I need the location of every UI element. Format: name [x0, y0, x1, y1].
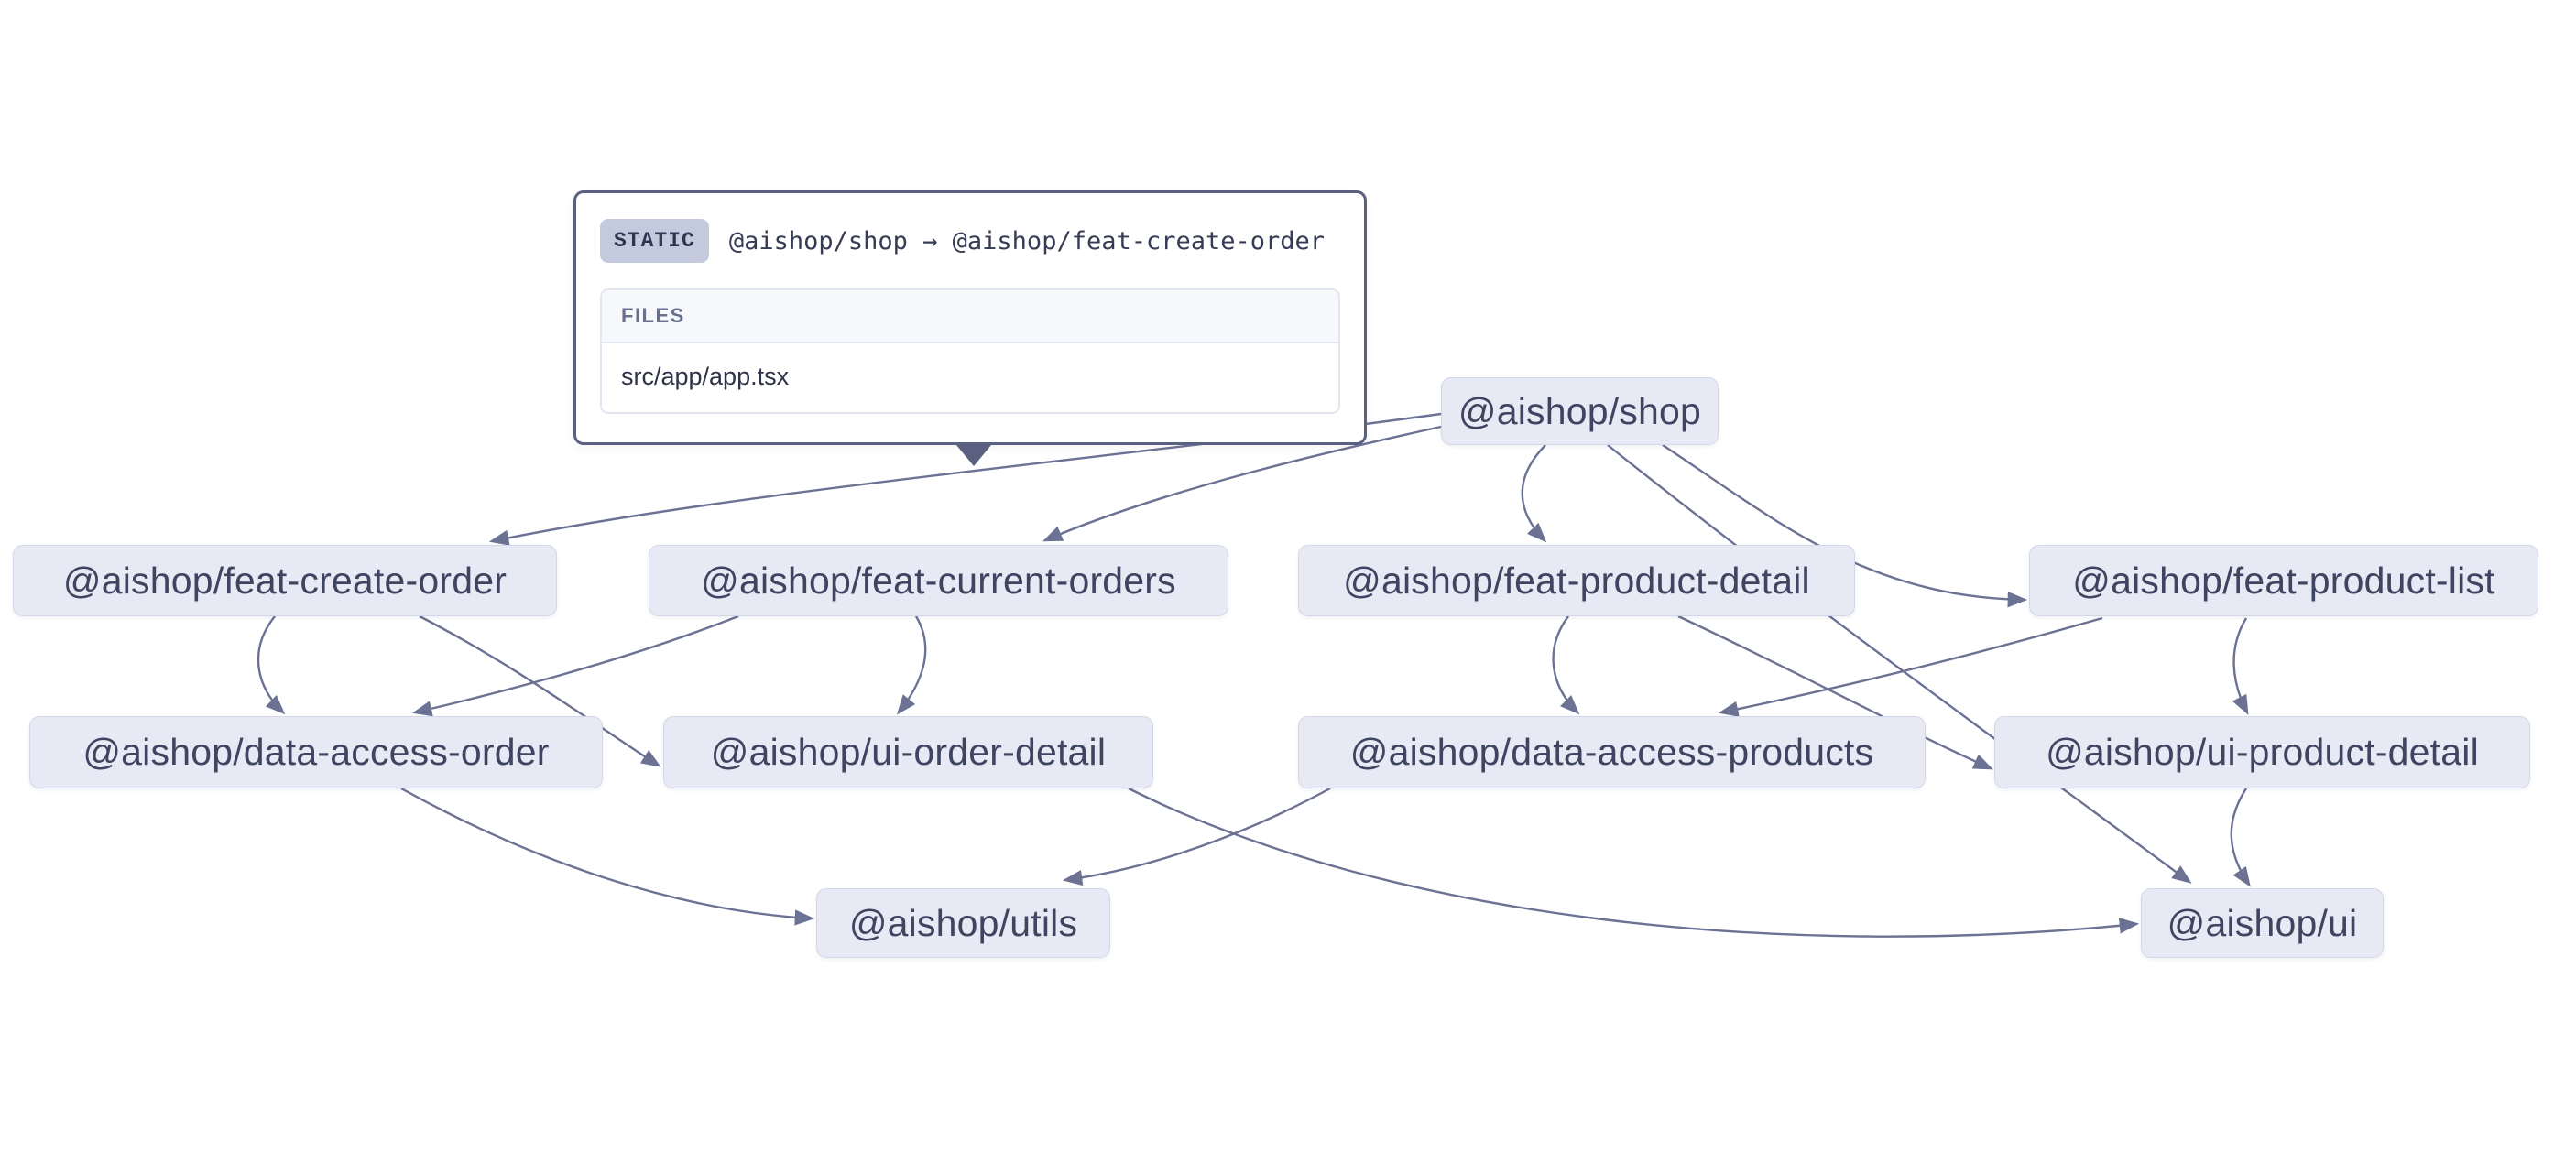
edge-data-access-order-to-utils[interactable]: [400, 787, 815, 926]
node-utils[interactable]: @aishop/utils: [816, 888, 1110, 958]
node-shop[interactable]: @aishop/shop: [1441, 377, 1719, 445]
node-data-access-products[interactable]: @aishop/data-access-products: [1298, 716, 1926, 788]
edge-ui-product-detail-to-ui[interactable]: [2230, 788, 2251, 887]
node-ui[interactable]: @aishop/ui: [2141, 888, 2384, 958]
tooltip-header: STATIC @aishop/shop → @aishop/feat-creat…: [600, 215, 1340, 266]
edge-shop-to-feat-current-orders[interactable]: [1042, 425, 1442, 542]
tooltip-edge-label: @aishop/shop → @aishop/feat-create-order: [728, 226, 1326, 255]
edge-feat-current-orders-to-data-access-order[interactable]: [411, 614, 739, 717]
node-ui-order-detail[interactable]: @aishop/ui-order-detail: [663, 716, 1153, 788]
edge-ui-order-detail-to-ui[interactable]: [1128, 787, 2140, 938]
edge-feat-create-order-to-data-access-order[interactable]: [257, 615, 286, 715]
edge-feat-product-detail-to-ui-product-detail[interactable]: [1677, 614, 1993, 770]
node-data-access-order[interactable]: @aishop/data-access-order: [29, 716, 603, 788]
node-feat-product-list[interactable]: @aishop/feat-product-list: [2029, 545, 2538, 616]
node-feat-create-order[interactable]: @aishop/feat-create-order: [13, 545, 557, 616]
edge-type-badge: STATIC: [600, 219, 709, 263]
tooltip-files-heading: FILES: [602, 290, 1338, 343]
edge-shop-to-ui[interactable]: [1607, 444, 2192, 884]
tooltip-caret-icon: [956, 445, 991, 466]
edge-feat-create-order-to-ui-order-detail[interactable]: [419, 614, 661, 767]
tooltip-files-card: FILES src/app/app.tsx: [600, 288, 1340, 414]
node-ui-product-detail[interactable]: @aishop/ui-product-detail: [1994, 716, 2530, 788]
node-feat-current-orders[interactable]: @aishop/feat-current-orders: [649, 545, 1228, 616]
edge-feat-product-list-to-ui-product-detail[interactable]: [2232, 617, 2249, 715]
edge-feat-current-orders-to-ui-order-detail[interactable]: [896, 615, 927, 715]
edge-feat-product-list-to-data-access-products[interactable]: [1718, 616, 2103, 717]
node-feat-product-detail[interactable]: @aishop/feat-product-detail: [1298, 545, 1855, 616]
edge-data-access-products-to-utils[interactable]: [1062, 787, 1331, 886]
tooltip-file-item: src/app/app.tsx: [602, 343, 1338, 412]
edge-tooltip: STATIC @aishop/shop → @aishop/feat-creat…: [573, 190, 1367, 445]
edge-feat-product-detail-to-data-access-products[interactable]: [1552, 615, 1580, 715]
edge-shop-to-feat-product-detail[interactable]: [1521, 444, 1547, 543]
